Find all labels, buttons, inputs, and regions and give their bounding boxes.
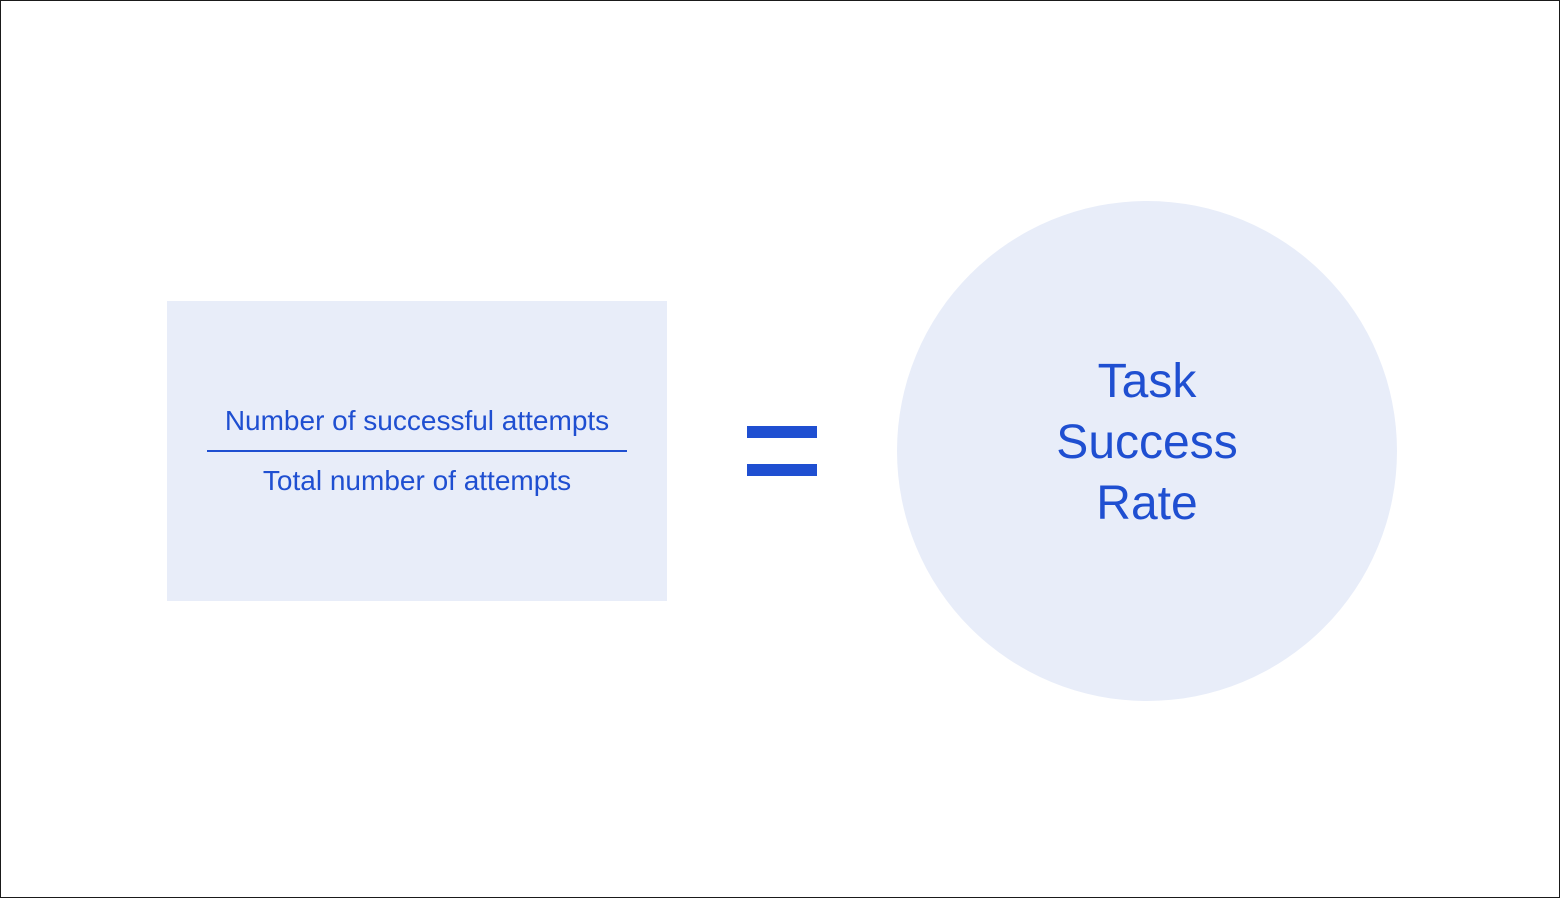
result-circle: Task Success Rate: [897, 201, 1397, 701]
result-line-1: Task: [1097, 355, 1197, 408]
fraction-line: [207, 450, 627, 452]
denominator-text: Total number of attempts: [262, 465, 572, 496]
equals-bar-top: [747, 426, 817, 438]
result-line-2: Success: [1056, 416, 1238, 469]
numerator-text: Number of successful attempts: [224, 405, 610, 436]
result-label: Task Success Rate: [897, 351, 1397, 534]
equals-bar-bottom: [747, 464, 817, 476]
fraction-box: Number of successful attempts Total numb…: [167, 301, 667, 601]
equals-icon: [747, 426, 817, 477]
result-line-3: Rate: [1096, 477, 1198, 530]
